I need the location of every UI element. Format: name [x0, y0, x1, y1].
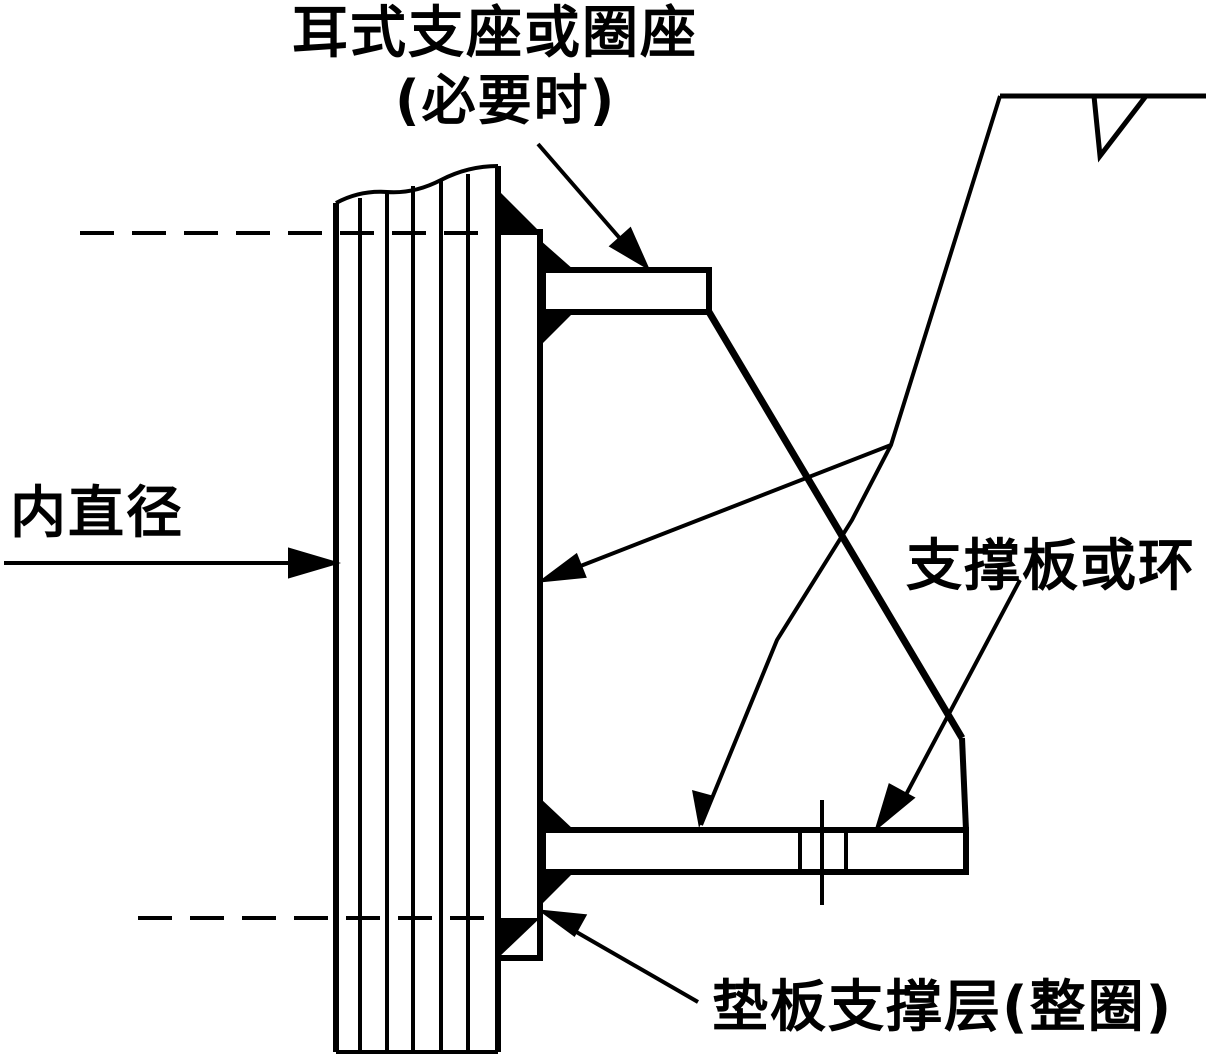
- leader-inner-diameter: [4, 547, 342, 579]
- weld-fillet: [540, 872, 574, 906]
- level-marker: [699, 93, 1206, 826]
- lug-support-note: (必要时): [395, 69, 617, 132]
- shell-top-edge: [335, 164, 499, 205]
- arrow-head: [537, 552, 587, 583]
- arrow-head: [536, 909, 588, 937]
- inner-diameter-dashes: [80, 231, 498, 920]
- weld-fillet: [540, 312, 574, 346]
- pad-support-layer-label: 垫板支撑层(整圈): [712, 975, 1174, 1040]
- weld-fillet: [540, 240, 574, 270]
- arrow-head: [608, 226, 651, 271]
- weld-fillet: [498, 190, 540, 232]
- inner-diameter-label: 内直径: [10, 481, 184, 546]
- upper-lug-plate: [540, 240, 712, 346]
- weld-fillet: [498, 918, 540, 958]
- leader-support-plate: [874, 579, 1022, 832]
- leader-to-pad: [537, 443, 892, 583]
- leader-pad-layer: [536, 909, 699, 1004]
- arrow-head: [288, 547, 342, 579]
- lug-support-label: 耳式支座或圈座: [292, 1, 698, 66]
- lower-support-plate: [540, 798, 969, 906]
- leader-lug: [536, 142, 651, 271]
- diagonal-brace: [705, 310, 969, 831]
- pad-plate-body: [495, 229, 543, 961]
- leader-line-main: [699, 95, 1002, 826]
- weld-fillet: [540, 798, 574, 830]
- support-plate-label: 支撑板或环: [906, 534, 1196, 599]
- arrow-head: [692, 790, 714, 828]
- pad-plate: [495, 190, 543, 961]
- arrow-head: [874, 783, 916, 832]
